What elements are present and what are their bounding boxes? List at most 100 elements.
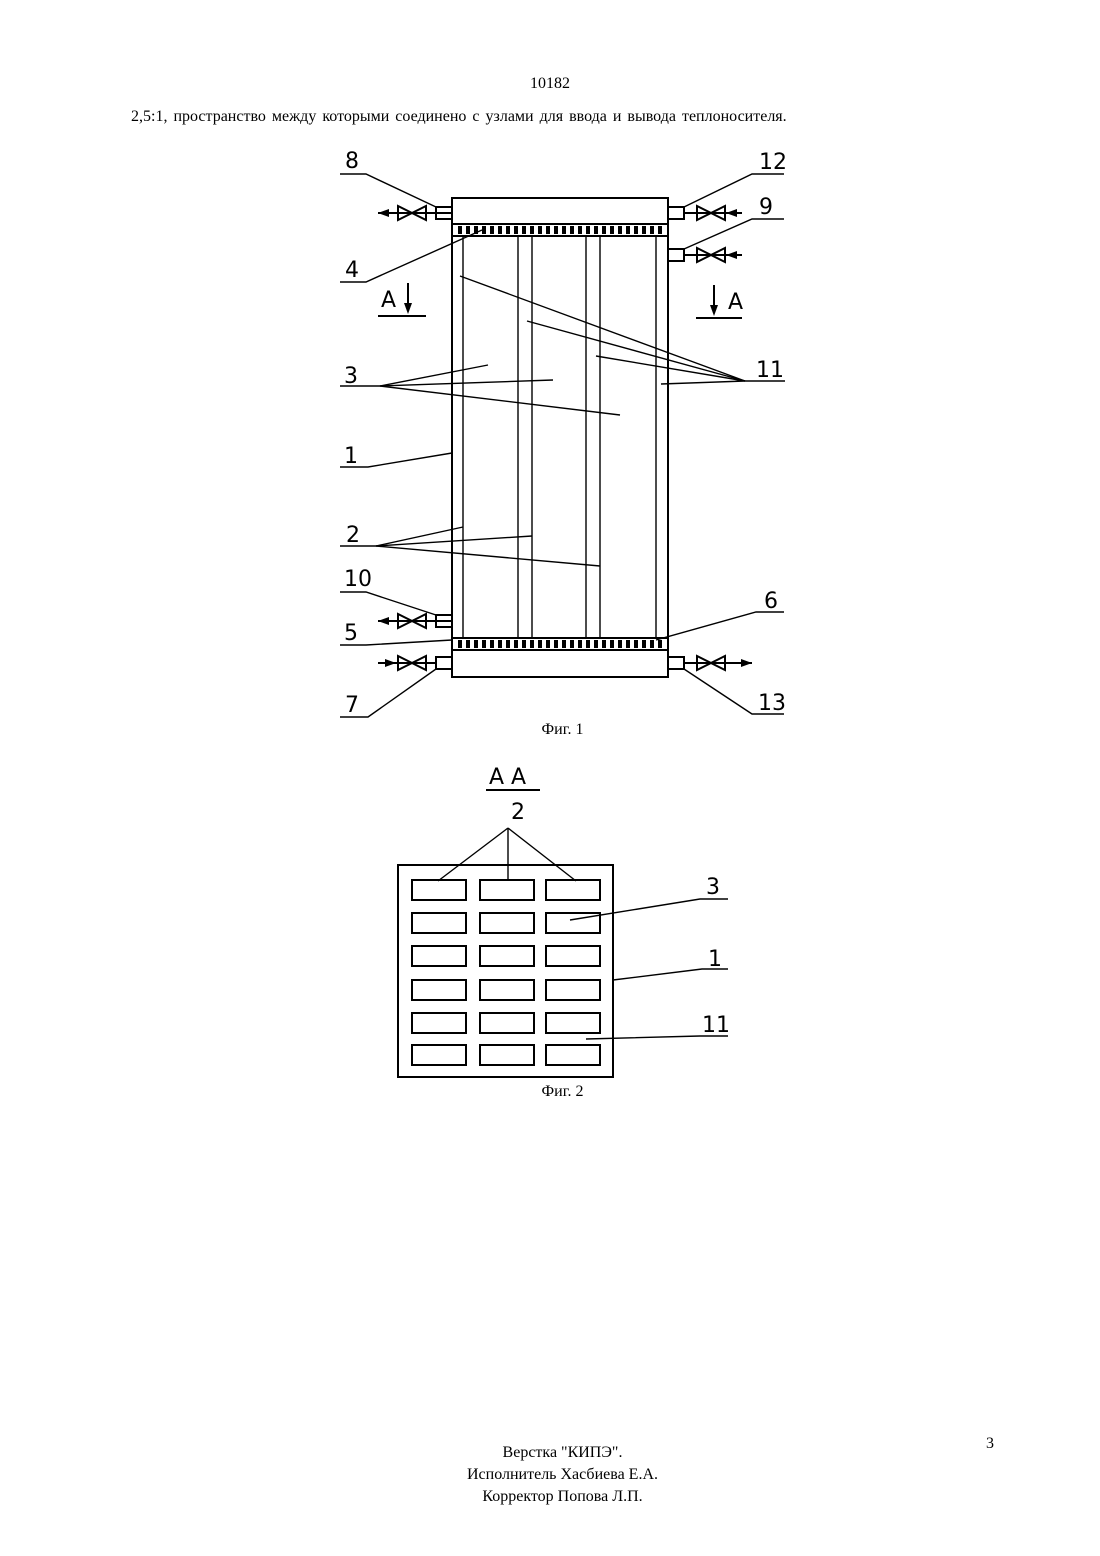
tube-sheet-hatch xyxy=(658,640,662,648)
tube-sheet-hatch xyxy=(538,226,542,234)
figure-2-caption: Фиг. 2 xyxy=(0,1083,1100,1101)
channel-cell xyxy=(546,946,600,966)
tube-sheet-hatch xyxy=(458,226,462,234)
leader-8: 8 xyxy=(340,149,436,207)
tube-sheet-hatch xyxy=(466,640,470,648)
tube-sheet-hatch xyxy=(578,226,582,234)
figure-1: A A 8 12 9 4 3 xyxy=(340,149,787,718)
channel-cell xyxy=(412,1013,466,1033)
tube-sheet-hatch xyxy=(610,640,614,648)
tube-sheet-hatch xyxy=(490,640,494,648)
tube-sheet-hatch xyxy=(562,226,566,234)
leader-2-fig2: 2 xyxy=(438,800,576,881)
tube-sheet-hatch xyxy=(554,226,558,234)
tube-sheet-hatch xyxy=(594,226,598,234)
channel-cell xyxy=(412,946,466,966)
credits-block: Верстка "КИПЭ". Исполнитель Хасбиева Е.А… xyxy=(0,1442,1100,1508)
nozzle-9-valve-icon xyxy=(668,248,742,262)
nozzle-10-valve-icon xyxy=(378,614,452,628)
leader-3: 3 xyxy=(340,364,620,415)
nozzle-8-valve-icon xyxy=(378,206,452,220)
tube-sheet-hatch xyxy=(474,640,478,648)
channel-cell xyxy=(546,980,600,1000)
channel-cell xyxy=(480,1045,534,1065)
channel-cell xyxy=(480,946,534,966)
channel-cell xyxy=(412,913,466,933)
leader-4: 4 xyxy=(340,230,482,283)
tube-sheet-hatch xyxy=(506,226,510,234)
label-13: 13 xyxy=(758,691,786,716)
label-12: 12 xyxy=(759,150,787,175)
tube-sheet-hatch xyxy=(530,226,534,234)
tube-sheet-hatch xyxy=(594,640,598,648)
tube-sheet-hatch xyxy=(642,226,646,234)
tube-sheet-hatch xyxy=(562,640,566,648)
tube-sheet-hatch xyxy=(610,226,614,234)
channel-cell xyxy=(480,880,534,900)
tube-sheet-hatch xyxy=(650,226,654,234)
label-9: 9 xyxy=(759,195,773,220)
tube-sheet-hatch xyxy=(538,640,542,648)
nozzle-12-valve-icon xyxy=(668,206,742,220)
label-2: 2 xyxy=(346,523,360,548)
nozzle-7-valve-icon xyxy=(378,656,452,670)
section-arrow-right: A xyxy=(696,285,743,318)
credit-proofreader: Корректор Попова Л.П. xyxy=(0,1486,1100,1508)
section-label-right: A xyxy=(728,290,743,315)
leader-1-fig2: 1 xyxy=(613,947,728,980)
channel-cell xyxy=(412,880,466,900)
tube-sheet-hatch xyxy=(658,226,662,234)
label-11: 11 xyxy=(756,358,784,383)
tube-sheet-hatch xyxy=(522,640,526,648)
label-10: 10 xyxy=(344,567,372,592)
tube-sheet-hatch xyxy=(498,226,502,234)
page-number: 3 xyxy=(986,1435,994,1453)
tube-sheet-hatch xyxy=(626,226,630,234)
channel-cell xyxy=(480,1013,534,1033)
tube-sheet-hatch xyxy=(586,640,590,648)
label-6: 6 xyxy=(764,589,778,614)
label-1: 1 xyxy=(344,444,358,469)
leader-9: 9 xyxy=(684,195,784,249)
tube-sheet-hatch xyxy=(546,226,550,234)
tube-sheet-hatch xyxy=(578,640,582,648)
channel-cell xyxy=(480,913,534,933)
tube-sheet-hatch xyxy=(626,640,630,648)
label-1-fig2: 1 xyxy=(708,947,722,972)
tube-sheet-hatch xyxy=(514,640,518,648)
leader-2: 2 xyxy=(340,523,600,566)
channel-grid xyxy=(412,880,600,1065)
label-3-fig2: 3 xyxy=(706,875,720,900)
tube-sheet-hatch xyxy=(490,226,494,234)
leader-1: 1 xyxy=(340,444,452,469)
section-title: A A xyxy=(489,765,526,790)
tube-sheet-hatch xyxy=(458,640,462,648)
channel-cell xyxy=(546,880,600,900)
nozzle-13-valve-icon xyxy=(668,656,752,670)
tube-sheet-hatch xyxy=(514,226,518,234)
tube-sheet-hatch xyxy=(618,640,622,648)
figure-1-caption: Фиг. 1 xyxy=(0,721,1100,739)
label-8: 8 xyxy=(345,149,359,174)
label-11-fig2: 11 xyxy=(702,1013,730,1038)
apparatus-body xyxy=(452,198,668,677)
tube-sheet-hatch xyxy=(466,226,470,234)
label-5: 5 xyxy=(344,621,358,646)
leader-7: 7 xyxy=(340,669,436,718)
leader-6: 6 xyxy=(656,589,784,640)
tube-sheet-hatch xyxy=(522,226,526,234)
tube-sheet-hatch xyxy=(618,226,622,234)
tube-sheet-hatch xyxy=(634,640,638,648)
tube-sheet-hatch xyxy=(602,226,606,234)
tube-sheet-hatch xyxy=(634,226,638,234)
credit-executor: Исполнитель Хасбиева Е.А. xyxy=(0,1464,1100,1486)
channel-cell xyxy=(480,980,534,1000)
tube-sheet-hatch xyxy=(586,226,590,234)
tube-sheet-hatch xyxy=(602,640,606,648)
figure-2: A A 2 3 1 11 xyxy=(398,765,730,1077)
tube-sheet-hatch xyxy=(506,640,510,648)
tube-sheet-hatch xyxy=(642,640,646,648)
tube-sheet-hatch xyxy=(482,640,486,648)
leader-13: 13 xyxy=(684,669,786,716)
leader-11-fig2: 11 xyxy=(586,1013,730,1039)
